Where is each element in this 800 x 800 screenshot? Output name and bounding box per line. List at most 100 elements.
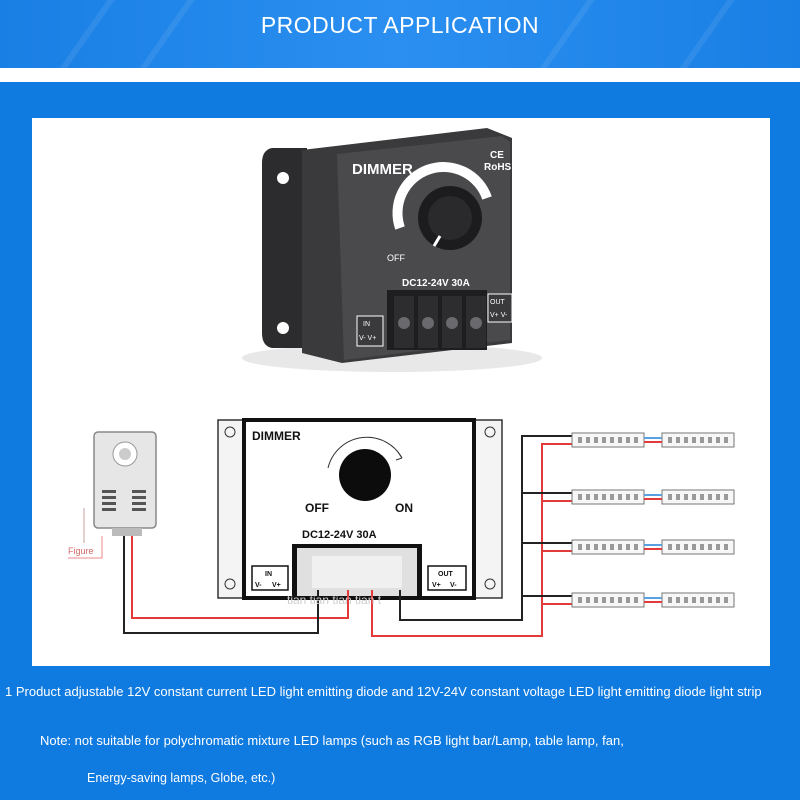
led-chip bbox=[586, 494, 590, 500]
led-chip bbox=[708, 544, 712, 550]
wire-out-pos bbox=[371, 443, 572, 637]
diagram-in-tag: IN bbox=[265, 571, 272, 578]
rating-label: DC12-24V 30A bbox=[402, 278, 470, 289]
led-chip bbox=[724, 544, 728, 550]
led-chip bbox=[716, 544, 720, 550]
led-chip bbox=[578, 597, 582, 603]
led-chip bbox=[634, 544, 638, 550]
ce-mark: CE bbox=[490, 150, 504, 161]
led-chip bbox=[586, 544, 590, 550]
led-chip bbox=[634, 597, 638, 603]
led-chip bbox=[594, 544, 598, 550]
wire-psu-pos bbox=[131, 536, 349, 619]
led-chip bbox=[676, 437, 680, 443]
rohs-mark: RoHS bbox=[484, 162, 512, 173]
dimmer-diagram: DIMMER OFF ON DC12-24V 30A IN V- V+ OUT bbox=[217, 418, 503, 600]
led-chip bbox=[626, 437, 630, 443]
diagram-on-label: ON bbox=[395, 501, 413, 515]
led-chip bbox=[634, 494, 638, 500]
led-chip bbox=[602, 437, 606, 443]
led-chip bbox=[610, 544, 614, 550]
led-chip bbox=[692, 494, 696, 500]
wiring-diagram: Figure DIMMER OFF ON DC12-24V 30A bbox=[68, 418, 735, 637]
led-chip bbox=[578, 437, 582, 443]
led-chip bbox=[626, 597, 630, 603]
in-tag: IN bbox=[363, 321, 370, 328]
in-pins: V- V+ bbox=[359, 335, 376, 342]
led-chip bbox=[586, 437, 590, 443]
illustration: DIMMER CE RoHS OFF DC12-24V 30A IN V- V+ bbox=[68, 128, 735, 637]
led-strip-segment bbox=[661, 592, 735, 608]
out-pins: V+ V- bbox=[490, 312, 508, 319]
off-label: OFF bbox=[387, 253, 405, 263]
led-chip bbox=[684, 544, 688, 550]
led-chip bbox=[602, 494, 606, 500]
led-chip bbox=[610, 494, 614, 500]
diagram-out-tag: OUT bbox=[438, 571, 454, 578]
led-chip bbox=[716, 597, 720, 603]
wire-out-neg bbox=[399, 435, 572, 621]
led-chip bbox=[708, 437, 712, 443]
led-chip bbox=[692, 597, 696, 603]
diagram-in-neg: V- bbox=[255, 582, 262, 589]
knob-arc bbox=[392, 162, 492, 230]
out-tag: OUT bbox=[490, 299, 506, 306]
led-chip bbox=[618, 597, 622, 603]
led-chip bbox=[724, 437, 728, 443]
led-strip-segment bbox=[571, 432, 645, 448]
led-chip bbox=[684, 437, 688, 443]
led-chip bbox=[586, 597, 590, 603]
led-strips bbox=[571, 432, 735, 608]
led-chip bbox=[676, 597, 680, 603]
product-photo: DIMMER CE RoHS OFF DC12-24V 30A IN V- V+ bbox=[242, 128, 542, 372]
caption-note: Note: not suitable for polychromatic mix… bbox=[40, 733, 624, 748]
caption-note-continued: Energy-saving lamps, Globe, etc.) bbox=[87, 771, 276, 785]
led-chip bbox=[708, 494, 712, 500]
diagram-rating: DC12-24V 30A bbox=[302, 529, 377, 541]
led-chip bbox=[716, 494, 720, 500]
led-chip bbox=[634, 437, 638, 443]
led-chip bbox=[594, 437, 598, 443]
page-header: PRODUCT APPLICATION bbox=[0, 0, 800, 68]
led-chip bbox=[578, 494, 582, 500]
led-strip-segment bbox=[571, 539, 645, 555]
led-strip-segment bbox=[571, 592, 645, 608]
diagram-in-pos: V+ bbox=[272, 582, 281, 589]
led-chip bbox=[684, 597, 688, 603]
power-supply bbox=[83, 431, 157, 543]
watermark: tian tian tian tian t bbox=[287, 593, 382, 607]
diagram-knob-icon bbox=[339, 449, 391, 501]
led-chip bbox=[716, 437, 720, 443]
led-chip bbox=[578, 544, 582, 550]
led-chip bbox=[676, 544, 680, 550]
led-chip bbox=[668, 494, 672, 500]
diagram-off-label: OFF bbox=[305, 501, 329, 515]
led-strip-segment bbox=[661, 539, 735, 555]
led-strip-segment bbox=[661, 432, 735, 448]
page-title: PRODUCT APPLICATION bbox=[260, 12, 540, 38]
led-chip bbox=[724, 494, 728, 500]
led-chip bbox=[692, 437, 696, 443]
led-chip bbox=[700, 437, 704, 443]
led-chip bbox=[724, 597, 728, 603]
led-chip bbox=[676, 494, 680, 500]
led-chip bbox=[626, 544, 630, 550]
led-chip bbox=[602, 544, 606, 550]
led-chip bbox=[618, 494, 622, 500]
led-chip bbox=[708, 597, 712, 603]
header-divider bbox=[0, 68, 800, 82]
led-chip bbox=[618, 544, 622, 550]
diagram-out-pos: V+ bbox=[432, 582, 441, 589]
led-chip bbox=[700, 544, 704, 550]
led-chip bbox=[692, 544, 696, 550]
led-chip bbox=[618, 437, 622, 443]
led-chip bbox=[610, 597, 614, 603]
wire-psu-neg bbox=[123, 536, 319, 634]
caption-product: 1 Product adjustable 12V constant curren… bbox=[5, 684, 762, 699]
led-chip bbox=[684, 494, 688, 500]
figure-label: Figure bbox=[68, 546, 94, 556]
led-chip bbox=[668, 437, 672, 443]
diagram-out-neg: V- bbox=[450, 582, 457, 589]
content-panel: DIMMER CE RoHS OFF DC12-24V 30A IN V- V+ bbox=[32, 118, 770, 666]
led-chip bbox=[668, 597, 672, 603]
